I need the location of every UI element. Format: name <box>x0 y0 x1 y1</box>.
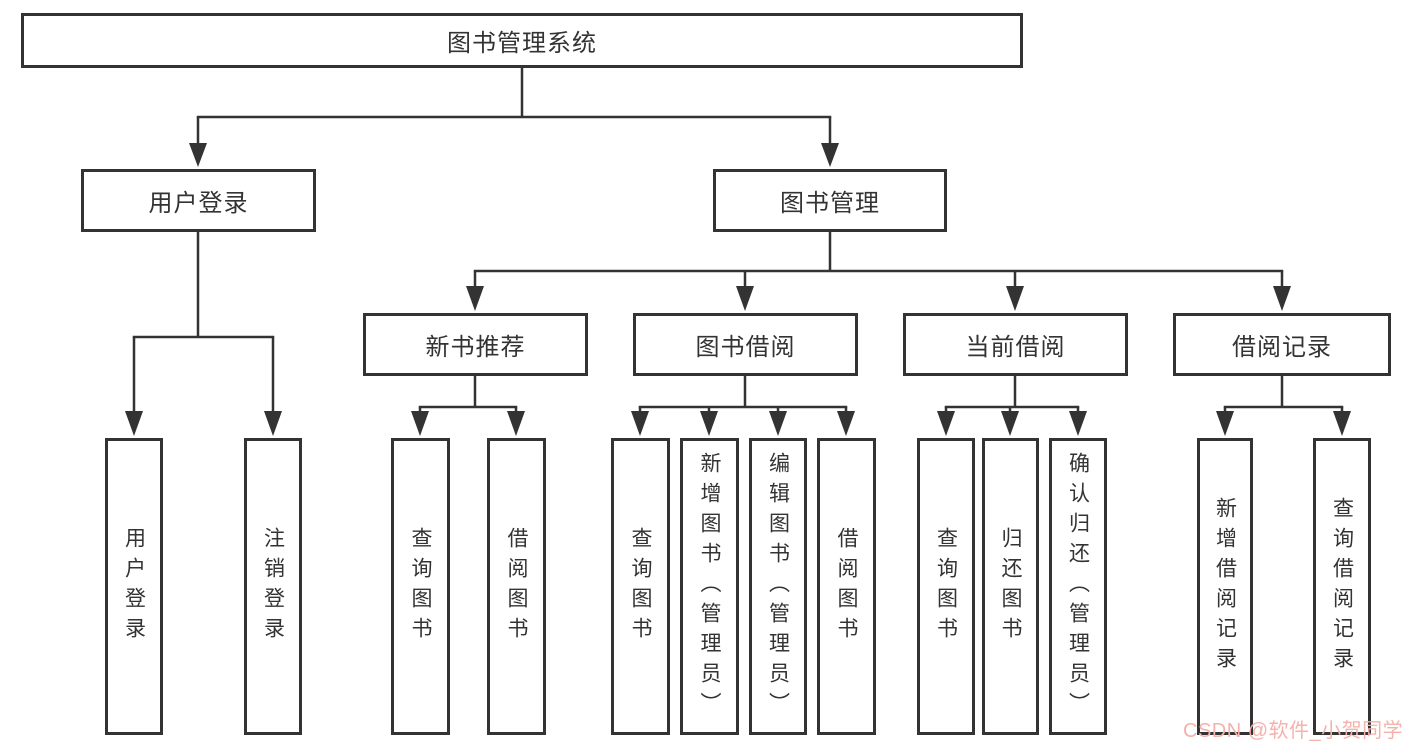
node-leaf-add-borrow-record: 新增借阅记录 <box>1197 438 1253 735</box>
edge-current-borrow-to-children <box>937 376 1087 436</box>
node-leaf-edit-books-admin: 编辑图书（管理员） <box>749 438 807 735</box>
edge-new-book-rec-to-children <box>411 376 525 436</box>
node-label: 借阅图书 <box>505 526 528 647</box>
edge-book-mgmt-to-children <box>466 232 1291 311</box>
csdn-watermark: CSDN @软件_小贺同学 <box>1183 720 1404 742</box>
node-label: 新增图书（管理员） <box>698 451 721 722</box>
node-leaf-add-books-admin: 新增图书（管理员） <box>680 438 739 735</box>
node-library-management-system: 图书管理系统 <box>21 13 1023 68</box>
node-leaf-user-login: 用户登录 <box>105 438 163 735</box>
node-label: 查询图书 <box>409 526 432 647</box>
node-leaf-query-books-borrow: 查询图书 <box>611 438 670 735</box>
node-label: 编辑图书（管理员） <box>766 451 790 722</box>
node-new-book-recommendation: 新书推荐 <box>363 313 588 376</box>
node-label: 确认归还（管理员） <box>1066 451 1090 722</box>
node-label: 用户登录 <box>148 190 249 217</box>
node-label: 查询借阅记录 <box>1330 496 1354 677</box>
node-label: 归还图书 <box>999 526 1022 647</box>
node-leaf-query-books-current: 查询图书 <box>917 438 975 735</box>
node-label: 用户登录 <box>122 526 146 647</box>
node-label: 查询图书 <box>629 526 652 647</box>
edge-user-login-to-children <box>125 232 282 436</box>
node-label: 借阅记录 <box>1232 334 1332 361</box>
node-leaf-borrow-books: 借阅图书 <box>817 438 876 735</box>
node-label: 图书借阅 <box>695 334 796 361</box>
node-book-borrowing: 图书借阅 <box>633 313 858 376</box>
node-leaf-query-books-rec: 查询图书 <box>391 438 450 735</box>
node-leaf-confirm-return-admin: 确认归还（管理员） <box>1049 438 1107 735</box>
node-borrowing-records: 借阅记录 <box>1173 313 1391 376</box>
node-label: 图书管理 <box>780 190 880 217</box>
node-label: 查询图书 <box>934 526 958 647</box>
node-leaf-query-borrow-record: 查询借阅记录 <box>1313 438 1371 735</box>
node-label: 注销登录 <box>261 526 285 647</box>
node-label: 借阅图书 <box>835 526 858 647</box>
node-user-login: 用户登录 <box>81 169 316 232</box>
node-book-management: 图书管理 <box>713 169 947 232</box>
node-leaf-return-books: 归还图书 <box>982 438 1039 735</box>
node-leaf-logout: 注销登录 <box>244 438 302 735</box>
edge-book-borrow-to-children <box>631 376 855 436</box>
node-label: 当前借阅 <box>965 334 1066 361</box>
edge-borrow-records-to-children <box>1216 376 1351 436</box>
node-label: 图书管理系统 <box>447 30 597 57</box>
edge-root-to-children <box>189 68 839 167</box>
node-label: 新增借阅记录 <box>1213 496 1237 677</box>
node-label: 新书推荐 <box>425 334 526 361</box>
node-current-borrowing: 当前借阅 <box>903 313 1128 376</box>
node-leaf-borrow-books-rec: 借阅图书 <box>487 438 546 735</box>
